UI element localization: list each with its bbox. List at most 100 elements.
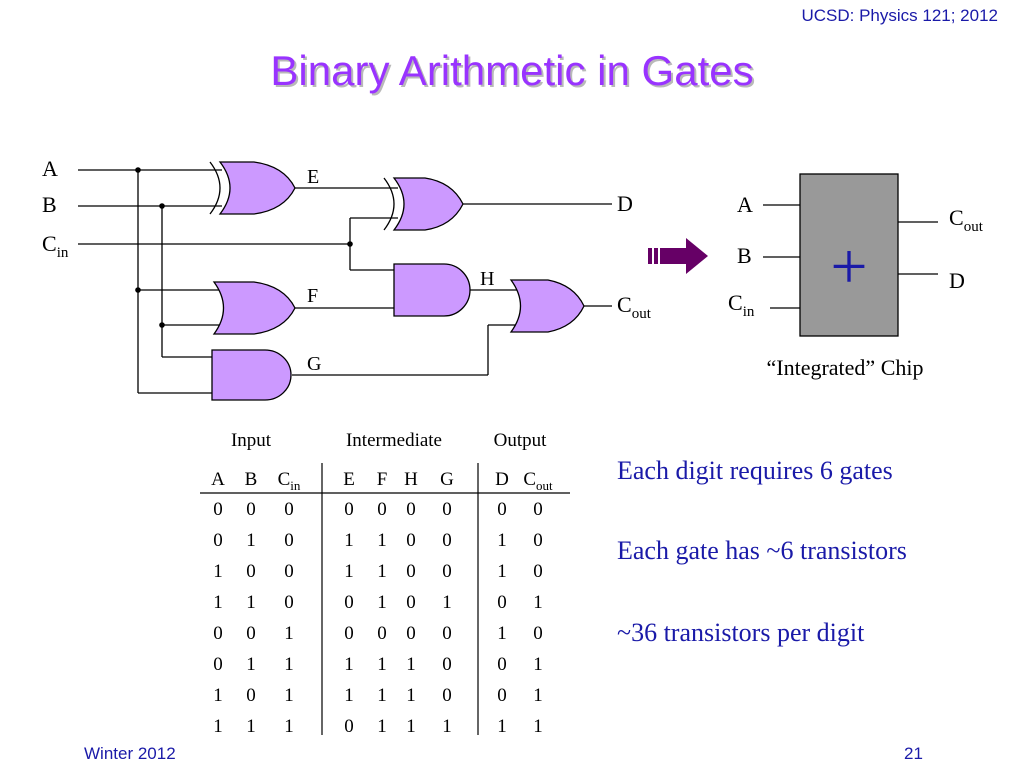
output-label-cout: Cout xyxy=(617,292,652,322)
table-cell: 1 xyxy=(284,716,294,737)
table-cell: 1 xyxy=(406,685,416,706)
table-cell: 0 xyxy=(533,530,543,551)
slide-number: 21 xyxy=(904,744,923,763)
truth-table-column-header: Cin xyxy=(278,469,301,493)
integrated-chip: + xyxy=(763,173,938,337)
table-cell: 1 xyxy=(284,685,294,706)
truth-table-group-header: Input xyxy=(231,430,272,451)
table-cell: 0 xyxy=(246,623,256,644)
table-cell: 1 xyxy=(246,592,256,613)
xor-gate-e xyxy=(209,161,296,215)
table-cell: 0 xyxy=(406,530,416,551)
table-cell: 0 xyxy=(442,654,452,675)
truth-table-column-header: G xyxy=(440,469,454,490)
truth-table-dividers xyxy=(200,463,570,735)
table-cell: 1 xyxy=(246,716,256,737)
table-cell: 0 xyxy=(344,623,354,644)
table-cell: 0 xyxy=(284,592,294,613)
table-cell: 1 xyxy=(497,530,507,551)
chip-plus-symbol: + xyxy=(830,230,867,303)
truth-table-column-header: H xyxy=(404,469,418,490)
note-transistors-per-gate: Each gate has ~6 transistors xyxy=(617,536,907,565)
table-cell: 1 xyxy=(377,592,387,613)
table-cell: 0 xyxy=(344,592,354,613)
table-cell: 1 xyxy=(533,685,543,706)
table-cell: 0 xyxy=(497,592,507,613)
table-cell: 1 xyxy=(246,530,256,551)
truth-table-column-header: E xyxy=(343,469,355,490)
table-cell: 1 xyxy=(377,530,387,551)
input-label-a: A xyxy=(42,156,58,181)
note-gates-per-digit: Each digit requires 6 gates xyxy=(617,456,893,485)
table-cell: 1 xyxy=(284,654,294,675)
table-cell: 0 xyxy=(406,623,416,644)
table-cell: 0 xyxy=(406,561,416,582)
chip-input-label-a: A xyxy=(737,192,753,217)
or-gate-cout xyxy=(509,279,585,333)
chip-caption: “Integrated” Chip xyxy=(767,355,924,380)
circuit-wires xyxy=(78,169,612,394)
table-cell: 1 xyxy=(284,623,294,644)
table-cell: 1 xyxy=(213,685,223,706)
table-cell: 0 xyxy=(213,530,223,551)
gate-label-e: E xyxy=(307,166,319,188)
gate-label-h: H xyxy=(480,268,494,290)
or-gate-f xyxy=(212,281,296,335)
truth-table-column-header: D xyxy=(495,469,509,490)
table-cell: 0 xyxy=(246,561,256,582)
note-transistors-per-digit: ~36 transistors per digit xyxy=(617,618,865,647)
table-cell: 1 xyxy=(533,592,543,613)
table-cell: 0 xyxy=(497,499,507,520)
gate-label-f: F xyxy=(307,285,318,307)
table-cell: 0 xyxy=(284,530,294,551)
table-cell: 0 xyxy=(246,499,256,520)
slide-title: Binary Arithmetic in Gates xyxy=(270,47,754,94)
table-cell: 0 xyxy=(284,499,294,520)
table-cell: 1 xyxy=(344,685,354,706)
truth-table-column-header: Cout xyxy=(523,469,553,493)
table-cell: 0 xyxy=(533,623,543,644)
table-cell: 0 xyxy=(533,561,543,582)
table-cell: 0 xyxy=(442,499,452,520)
xor-gate-d xyxy=(383,177,464,231)
transform-arrow-icon xyxy=(648,238,708,274)
table-cell: 0 xyxy=(442,685,452,706)
table-cell: 0 xyxy=(442,623,452,644)
adder-circuit-diagram: A B Cin E F G H D Cout + A B Cin Cout D … xyxy=(42,156,984,401)
table-cell: 0 xyxy=(442,561,452,582)
table-cell: 0 xyxy=(497,685,507,706)
table-cell: 1 xyxy=(213,716,223,737)
truth-table-column-header: A xyxy=(211,469,225,490)
table-cell: 1 xyxy=(344,654,354,675)
table-cell: 0 xyxy=(213,654,223,675)
truth-table-group-headers: Input Intermediate Output xyxy=(231,430,547,451)
truth-table-group-header: Intermediate xyxy=(346,430,442,451)
table-cell: 1 xyxy=(377,654,387,675)
output-label-d: D xyxy=(617,191,633,216)
table-cell: 1 xyxy=(213,592,223,613)
table-cell: 1 xyxy=(497,561,507,582)
table-cell: 1 xyxy=(533,716,543,737)
truth-table-group-header: Output xyxy=(494,430,548,451)
chip-input-label-b: B xyxy=(737,243,752,268)
table-cell: 0 xyxy=(246,685,256,706)
table-cell: 1 xyxy=(533,654,543,675)
table-cell: 1 xyxy=(406,716,416,737)
gate-label-g: G xyxy=(307,353,321,375)
table-cell: 1 xyxy=(344,530,354,551)
table-cell: 0 xyxy=(497,654,507,675)
table-cell: 0 xyxy=(406,499,416,520)
and-gate-h xyxy=(393,263,471,317)
table-cell: 1 xyxy=(406,654,416,675)
table-cell: 1 xyxy=(246,654,256,675)
input-label-cin: Cin xyxy=(42,231,69,261)
table-cell: 0 xyxy=(377,499,387,520)
truth-table-column-header: B xyxy=(245,469,258,490)
